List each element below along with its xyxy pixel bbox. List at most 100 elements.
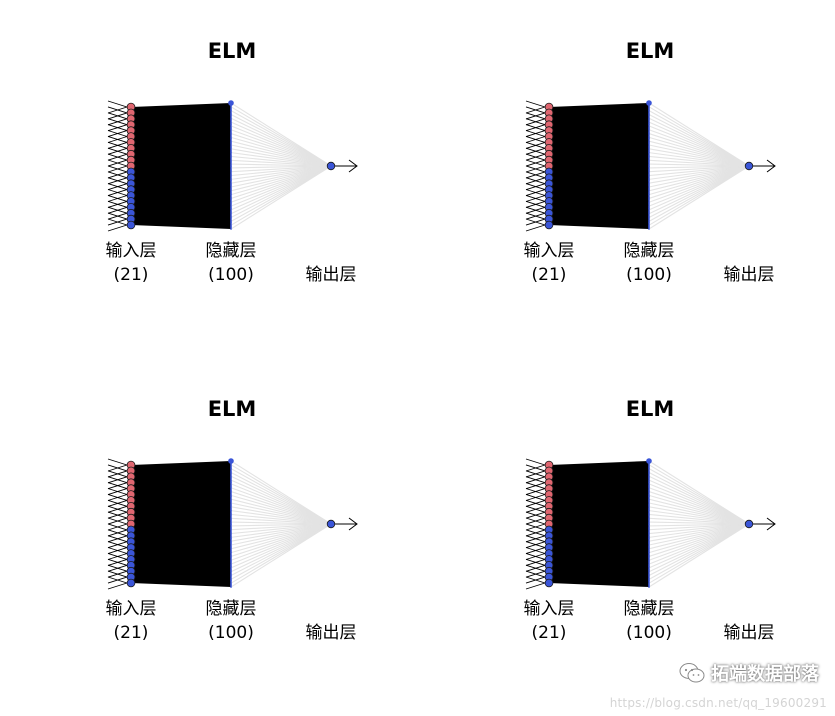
hidden-node [230, 537, 232, 540]
hidden-node [648, 465, 650, 467]
hidden-node [230, 495, 232, 498]
output-weight-line [648, 523, 750, 565]
hidden-node [648, 490, 650, 493]
hidden-node [230, 558, 232, 560]
hidden-node [648, 174, 650, 177]
hidden-node [648, 160, 650, 163]
input-arrow [107, 147, 128, 155]
hidden-node [230, 551, 232, 554]
hidden-node [230, 111, 232, 113]
hidden-layer-count: (100) [626, 265, 672, 285]
hidden-node [648, 541, 650, 544]
input-layer-count: (21) [532, 623, 567, 643]
hidden-node [648, 151, 650, 154]
output-weight-line [230, 165, 332, 215]
hidden-node [230, 217, 232, 220]
output-weight-line [230, 152, 332, 167]
output-weight-line [230, 491, 332, 525]
output-weight-line [648, 165, 750, 180]
input-arrow [525, 189, 546, 196]
hidden-node [648, 196, 650, 199]
hidden-node [230, 177, 232, 179]
input-arrow [107, 499, 128, 507]
hidden-node [230, 527, 232, 530]
hidden-node [230, 147, 232, 150]
output-layer-label: 输出层 [724, 623, 775, 643]
output-weight-line [230, 517, 332, 525]
hidden-node [648, 565, 650, 568]
hidden-node [648, 217, 650, 220]
hidden-node [648, 544, 650, 546]
hidden-node [648, 542, 650, 545]
input-arrow [525, 171, 546, 179]
hidden-node [648, 147, 650, 150]
hidden-node [230, 574, 232, 577]
output-weight-line [648, 510, 750, 525]
hidden-node [648, 551, 650, 554]
input-arrow [107, 159, 128, 167]
hidden-node [648, 155, 650, 158]
hidden-node [230, 191, 232, 193]
hidden-node [648, 122, 650, 125]
input-arrow [525, 218, 546, 226]
hidden-node [648, 179, 650, 182]
hidden-node [648, 154, 650, 157]
output-weight-line [230, 165, 332, 203]
output-weight-line [648, 165, 750, 207]
hidden-node [648, 159, 650, 162]
hidden-node [648, 186, 650, 188]
input-layer-count: (21) [532, 265, 567, 285]
output-weight-line [648, 165, 750, 177]
hidden-node [648, 579, 650, 582]
output-layer-label: 输出层 [724, 265, 775, 285]
input-arrow [525, 464, 546, 472]
input-arrow [107, 130, 128, 137]
hidden-node [648, 497, 650, 499]
hidden-node [230, 214, 232, 216]
hidden-node [648, 578, 650, 581]
hidden-node [230, 182, 232, 185]
output-weight-line [230, 140, 332, 167]
hidden-node [230, 205, 232, 207]
hidden-node [230, 550, 232, 553]
input-arrow [107, 171, 128, 179]
input-arrow [525, 535, 546, 543]
output-weight-line [648, 523, 750, 588]
hidden-node [648, 137, 650, 140]
input-arrow [525, 124, 546, 132]
hidden-node [648, 466, 650, 469]
output-weight-line [230, 165, 332, 196]
hidden-node [648, 225, 650, 228]
input-arrow [525, 529, 546, 537]
hidden-node [230, 568, 232, 571]
hidden-node [230, 541, 232, 544]
hidden-node [230, 151, 232, 154]
output-weight-line [648, 144, 750, 167]
output-weight-line [648, 165, 750, 203]
hidden-node [648, 228, 650, 230]
hidden-node [230, 198, 232, 201]
hidden-node [230, 517, 232, 520]
hidden-node [230, 555, 232, 558]
hidden-node [230, 165, 232, 168]
input-arrow [107, 529, 128, 537]
panel-3: ELM 输入层 (21) 隐藏层 (100) 输出层 [106, 397, 358, 643]
hidden-node [648, 555, 650, 558]
hidden-node [648, 540, 650, 543]
hidden-node [230, 140, 232, 143]
input-arrow [107, 165, 128, 173]
input-arrow [525, 135, 546, 143]
hidden-node [230, 570, 232, 573]
hidden-node [230, 583, 232, 586]
hidden-node [230, 546, 232, 549]
hidden-node [648, 117, 650, 120]
output-weight-line [230, 165, 332, 169]
output-weight-line [648, 165, 750, 219]
hidden-node [230, 149, 232, 151]
hidden-node [648, 581, 650, 583]
watermark: 拓端数据部落 https://blog.csdn.net/qq_19600291 [567, 658, 827, 710]
hidden-node [648, 142, 650, 145]
input-arrow [525, 499, 546, 507]
hidden-node [648, 198, 650, 201]
output-weight-line [230, 464, 332, 525]
